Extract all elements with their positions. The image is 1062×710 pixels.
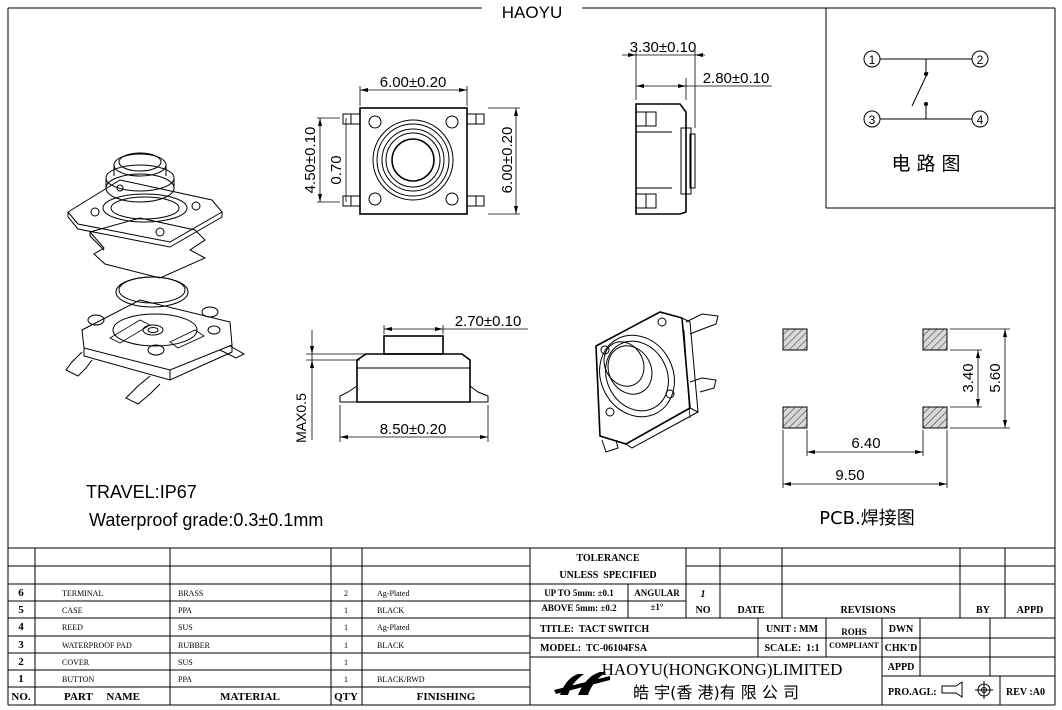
bom-cell-finishing: Ag-Plated: [377, 589, 409, 598]
revision-label: REV :A0: [1006, 687, 1045, 698]
travel-note: TRAVEL:IP67: [86, 482, 197, 502]
bom-cell-material: PPA: [178, 606, 192, 615]
bom-cell-material: SUS: [178, 658, 193, 667]
title-info: TITLE: TACT SWITCH MODEL: TC-06104FSA UN…: [530, 618, 1055, 705]
top-view: 6.00±0.20 4.50±0.10 0.70 6.00±0.20: [302, 74, 520, 215]
bom-cell-material: PPA: [178, 675, 192, 684]
rohs-label: ROHS: [841, 627, 867, 637]
tolerance-title: TOLERANCE: [576, 553, 639, 564]
bom-cell-material: SUS: [178, 623, 193, 632]
revisions-title: REVISIONS: [840, 605, 895, 616]
bom-cell-qty: 1: [344, 675, 348, 684]
bom-cell-qty: 1: [344, 641, 348, 650]
dim-side-top: 3.30±0.10: [630, 39, 697, 56]
bom-cell-qty: 2: [344, 589, 348, 598]
tolerance-above: ABOVE 5mm: ±0.2: [541, 603, 617, 613]
sheet-border: [7, 7, 1056, 706]
dim-pcb-inner-h: 3.40: [960, 363, 977, 392]
company-name-en: HAOYU(HONGKONG)LIMITED: [602, 660, 843, 679]
dwn-label: DWN: [889, 624, 914, 635]
unit-label: UNIT : MM: [766, 624, 819, 635]
dim-front-max: MAX0.5: [293, 393, 309, 443]
bom-cell-no: 6: [18, 587, 24, 599]
waterproof-note: Waterproof grade:0.3±0.1mm: [89, 510, 323, 530]
bom-cell-part: BUTTON: [62, 675, 95, 684]
brand-header: HAOYU: [502, 3, 562, 22]
pin-4-label: 4: [977, 113, 984, 127]
bom-cell-no: 4: [18, 621, 24, 633]
revisions-no: NO: [696, 605, 711, 616]
revision-mark: 1: [701, 589, 706, 600]
bom-cell-part: TERMINAL: [62, 589, 103, 598]
tolerance-block: TOLERANCE UNLESS SPECIFIED UP TO 5mm: ±0…: [530, 548, 1055, 619]
bom-header-qty: QTY: [334, 691, 358, 703]
appd-label: APPD: [888, 662, 915, 673]
revisions-by: BY: [976, 605, 991, 616]
circuit-caption: 电 路 图: [891, 153, 960, 175]
revisions-appd: APPD: [1017, 605, 1044, 616]
bom-cell-qty: 1: [344, 606, 348, 615]
pin-1-label: 1: [869, 53, 876, 67]
bom-cell-part: CASE: [62, 606, 83, 615]
bom-header-material: MATERIAL: [220, 691, 280, 703]
dim-top-width: 6.00±0.20: [380, 74, 447, 91]
bom-cell-no: 5: [18, 604, 24, 616]
rohs-compliant: COMPLIANT: [829, 641, 879, 650]
projection-symbol-icon: [941, 681, 993, 699]
bom-cell-no: 2: [18, 656, 24, 668]
bom-cell-material: RUBBER: [178, 641, 211, 650]
dim-pcb-inner-w: 6.40: [851, 435, 880, 452]
bom-cell-finishing: Ag-Plated: [377, 623, 409, 632]
company-name-cn: 皓 宇(香 港)有 限 公 司: [633, 683, 799, 702]
bom-header-finishing: FINISHING: [417, 691, 476, 703]
bom-cell-finishing: BLACK/RWD: [377, 675, 425, 684]
dim-front-actuator: 2.70±0.10: [455, 313, 522, 330]
bom-cell-no: 3: [18, 639, 24, 651]
revisions-date: DATE: [737, 605, 764, 616]
tolerance-angular: ANGULAR: [634, 588, 680, 598]
bom-cell-part: WATERPROOF PAD: [62, 641, 132, 650]
scale-label: SCALE: 1:1: [764, 643, 819, 654]
dim-side-mid: 2.80±0.10: [703, 70, 770, 87]
projection-angle-label: PRO.AGL:: [888, 687, 937, 698]
bom-cell-material: BRASS: [178, 589, 203, 598]
pin-3-label: 3: [869, 113, 876, 127]
dim-left-height-b: 0.70: [328, 155, 345, 184]
pcb-layout: 3.40 5.60 6.40 9.50 PCB.焊接图: [782, 328, 1010, 529]
company-logo: [554, 672, 610, 695]
bom-header: NO. PART NAME MATERIAL QTY FINISHING: [11, 691, 475, 703]
bom-cell-part: COVER: [62, 658, 90, 667]
dim-left-height-a: 4.50±0.10: [302, 127, 319, 194]
bom-cell-finishing: BLACK: [377, 641, 404, 650]
bom-cell-no: 1: [18, 673, 24, 685]
bom-header-part: PART NAME: [64, 691, 140, 703]
side-view: 3.30±0.10 2.80±0.10: [622, 39, 772, 215]
bom-cell-part: REED: [62, 623, 83, 632]
tolerance-subtitle: UNLESS SPECIFIED: [559, 570, 656, 581]
pin-2-label: 2: [977, 53, 984, 67]
dim-pcb-outer-w: 9.50: [835, 467, 864, 484]
dim-pcb-outer-h: 5.60: [987, 363, 1004, 392]
tolerance-up-to: UP TO 5mm: ±0.1: [544, 588, 614, 598]
assembled-iso-view: [595, 311, 719, 453]
circuit-diagram: 1 2 3 4 电 路 图: [825, 8, 1055, 209]
drawing-model: MODEL: TC-06104FSA: [540, 643, 648, 654]
chkd-label: CHK'D: [885, 643, 918, 654]
pcb-caption: PCB.焊接图: [819, 508, 915, 529]
tolerance-angular-val: ±1°: [650, 602, 663, 612]
dim-front-width: 8.50±0.20: [380, 421, 447, 438]
bom-header-no: NO.: [11, 691, 31, 703]
bom-cell-finishing: BLACK: [377, 606, 404, 615]
dim-right-height: 6.00±0.20: [499, 127, 516, 194]
exploded-view: [65, 152, 246, 405]
title-block: [8, 547, 1055, 705]
front-view: 2.70±0.10 8.50±0.20 MAX0.5: [293, 313, 528, 443]
drawing-title: TITLE: TACT SWITCH: [540, 624, 649, 635]
bom-cell-qty: 1: [344, 658, 348, 667]
bom-cell-qty: 1: [344, 623, 348, 632]
